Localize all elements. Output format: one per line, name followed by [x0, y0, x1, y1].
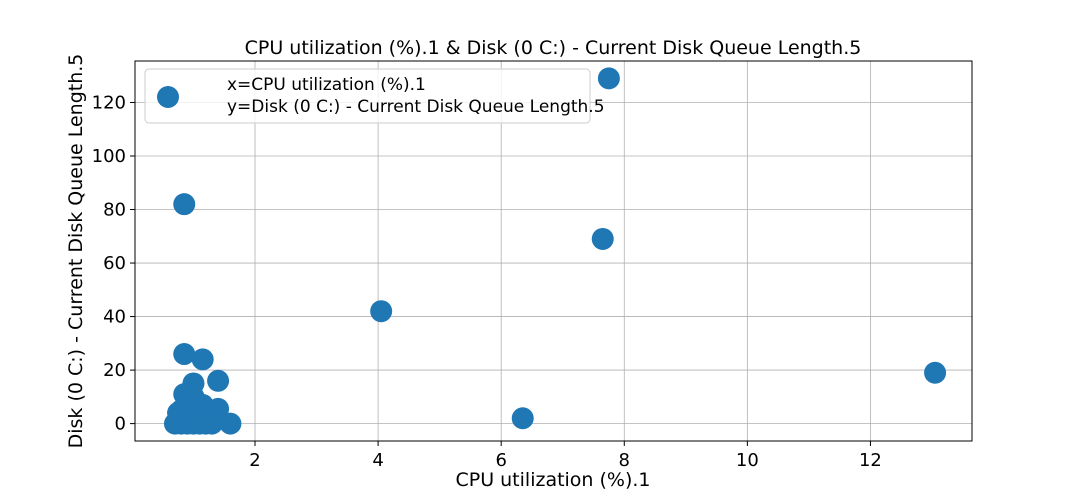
y-tick-label: 20 [103, 360, 126, 381]
legend-label: y=Disk (0 C:) - Current Disk Queue Lengt… [227, 97, 605, 117]
legend-label: x=CPU utilization (%).1 [227, 75, 426, 95]
legend: x=CPU utilization (%).1 y=Disk (0 C:) - … [144, 68, 605, 124]
chart-title: CPU utilization (%).1 & Disk (0 C:) - Cu… [245, 37, 862, 59]
legend-box [144, 68, 591, 124]
data-point [200, 412, 223, 435]
y-tick-label: 40 [103, 307, 126, 328]
legend-marker [157, 86, 179, 108]
data-point [591, 227, 614, 250]
grid [135, 61, 972, 441]
y-tick-label: 120 [92, 92, 126, 113]
plot-area [135, 61, 972, 441]
data-point [191, 348, 214, 371]
data-point [173, 193, 196, 216]
y-tick-label: 80 [103, 200, 126, 221]
x-tick-label: 8 [619, 450, 630, 471]
x-tick-label: 2 [249, 450, 260, 471]
plot-frame [134, 60, 973, 442]
y-tick-label: 60 [103, 253, 126, 274]
data-point [597, 67, 620, 90]
data-point [219, 412, 242, 435]
data-point [924, 361, 947, 384]
y-tick-label: 100 [92, 146, 126, 167]
data-point [173, 343, 196, 366]
data-point [511, 407, 534, 430]
x-tick-label: 12 [859, 450, 882, 471]
data-point [207, 369, 230, 392]
y-axis-label: Disk (0 C:) - Current Disk Queue Length.… [65, 54, 87, 449]
x-axis-label: CPU utilization (%).1 [455, 469, 650, 491]
x-tick-label: 4 [372, 450, 383, 471]
y-tick-label: 0 [115, 414, 126, 435]
data-point [370, 300, 393, 323]
x-tick-label: 6 [495, 450, 506, 471]
data-points [164, 67, 947, 435]
x-tick-label: 10 [736, 450, 759, 471]
